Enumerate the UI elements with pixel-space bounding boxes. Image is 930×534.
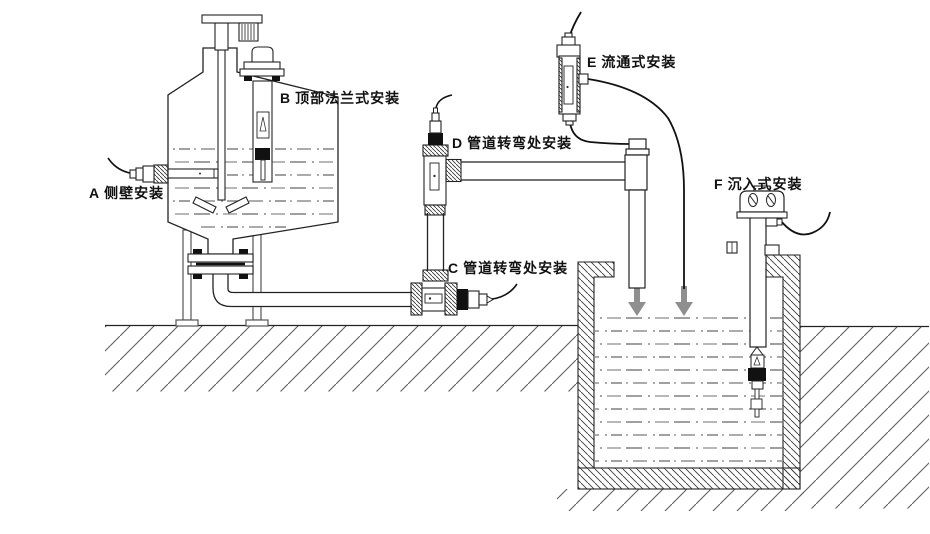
- sensor-f-head: [739, 190, 785, 213]
- ground: [105, 324, 929, 511]
- sensor-f: [726, 185, 831, 418]
- label-d-letter: D: [452, 135, 463, 151]
- label-f-text: 沉入式安装: [727, 176, 803, 192]
- sensor-a: [107, 157, 219, 184]
- sensor-d: [422, 94, 462, 216]
- label-f-letter: F: [714, 176, 723, 192]
- pipe-outflow-arrow: [628, 286, 646, 316]
- sensor-d-cable: [435, 94, 453, 109]
- label-a-text: 侧壁安装: [104, 185, 165, 201]
- label-b-text: 顶部法兰式安装: [295, 90, 401, 106]
- pit-basin: [577, 254, 801, 490]
- outlet-elbow: [624, 138, 650, 289]
- label-e-letter: E: [587, 54, 597, 70]
- flow-cell-e: [556, 11, 685, 289]
- tank: [107, 14, 339, 279]
- label-e-text: 流通式安装: [601, 54, 677, 70]
- flowcell-outflow-arrow: [675, 286, 693, 316]
- sensor-c-cable: [491, 283, 518, 300]
- outflow-arrows: [628, 286, 693, 316]
- label-b-letter: B: [280, 90, 291, 106]
- label-a-letter: A: [89, 185, 100, 201]
- bottom-valve: [187, 249, 254, 279]
- label-c-letter: C: [448, 260, 459, 276]
- label-d-text: 管道转弯处安装: [467, 135, 573, 151]
- pit-bottom-slab: [577, 467, 801, 490]
- flowcell-outlet-tube: [587, 78, 685, 289]
- sensor-a-cable: [107, 157, 131, 174]
- sensor-f-cable: [780, 211, 831, 236]
- flowcell-inlet-tube: [569, 122, 630, 145]
- sensor-b: [239, 46, 285, 183]
- agitator-motor: [201, 14, 263, 51]
- sensor-c: [410, 269, 518, 316]
- label-c-text: 管道转弯处安装: [463, 260, 569, 276]
- pipe-run: [212, 138, 650, 308]
